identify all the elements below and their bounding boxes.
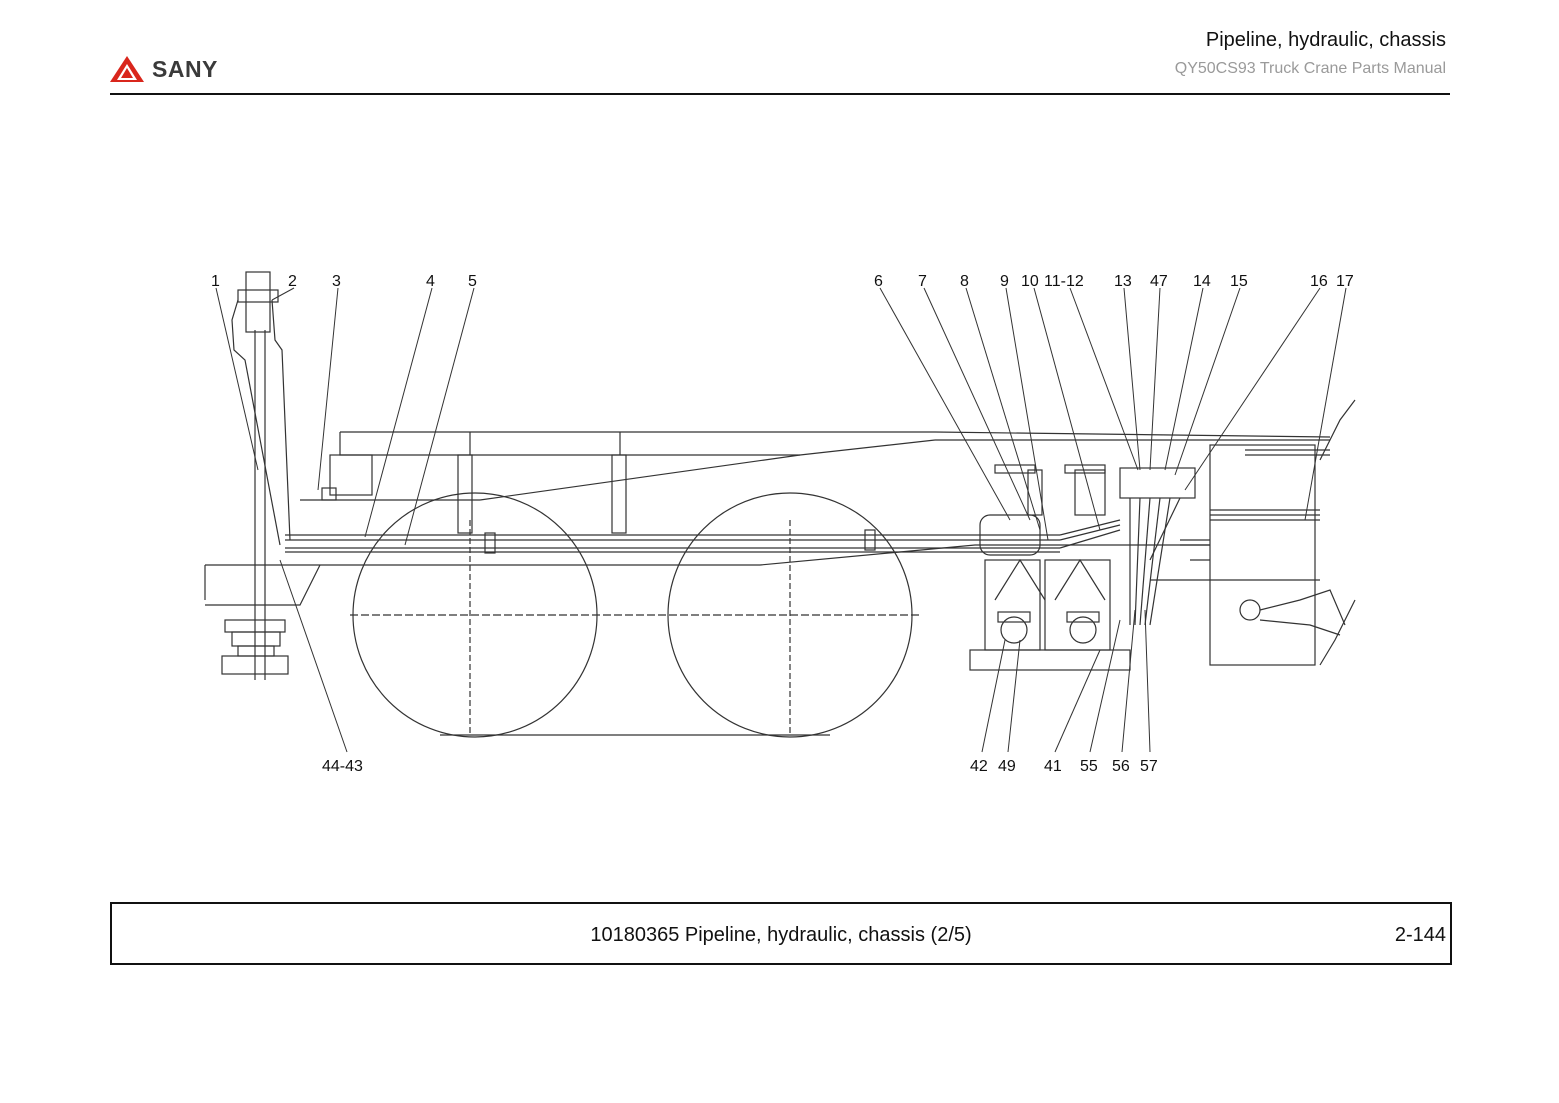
callout-label: 14 xyxy=(1193,273,1211,290)
callout-label: 16 xyxy=(1310,273,1328,290)
callout-label: 17 xyxy=(1336,273,1354,290)
page-header: SANY Pipeline, hydraulic, chassis QY50CS… xyxy=(0,0,1559,100)
callout-label: 47 xyxy=(1150,273,1168,290)
callout-label: 10 xyxy=(1021,273,1039,290)
page-subtitle: QY50CS93 Truck Crane Parts Manual xyxy=(1174,60,1446,77)
sany-logo: SANY xyxy=(108,52,218,86)
callout-label: 4 xyxy=(426,273,435,290)
callout-label: 9 xyxy=(1000,273,1009,290)
callout-label: 7 xyxy=(918,273,927,290)
callout-label: 15 xyxy=(1230,273,1248,290)
header-divider xyxy=(110,93,1450,95)
figure-caption: 10180365 Pipeline, hydraulic, chassis (2… xyxy=(590,924,972,946)
callout-label: 1 xyxy=(211,273,220,290)
sany-logo-icon xyxy=(110,56,144,82)
callout-label: 2 xyxy=(288,273,297,290)
callout-label: 13 xyxy=(1114,273,1132,290)
page-number: 2-144 xyxy=(1394,924,1446,946)
callout-label: 56 xyxy=(1112,758,1130,775)
callout-label: 57 xyxy=(1140,758,1158,775)
callout-label: 3 xyxy=(332,273,341,290)
callout-label: 42 xyxy=(970,758,988,775)
callout-label: 5 xyxy=(468,273,477,290)
page-title: Pipeline, hydraulic, chassis xyxy=(1205,29,1446,51)
logo-text: SANY xyxy=(152,55,218,82)
figure-caption-box: 10180365 Pipeline, hydraulic, chassis (2… xyxy=(110,902,1452,965)
callout-label: 44-43 xyxy=(322,758,363,775)
callout-label: 11-12 xyxy=(1044,273,1084,290)
callout-label: 55 xyxy=(1080,758,1098,775)
callout-label: 8 xyxy=(960,273,969,290)
callout-label: 41 xyxy=(1044,758,1062,775)
callout-label: 49 xyxy=(998,758,1016,775)
callout-label: 6 xyxy=(874,273,883,290)
